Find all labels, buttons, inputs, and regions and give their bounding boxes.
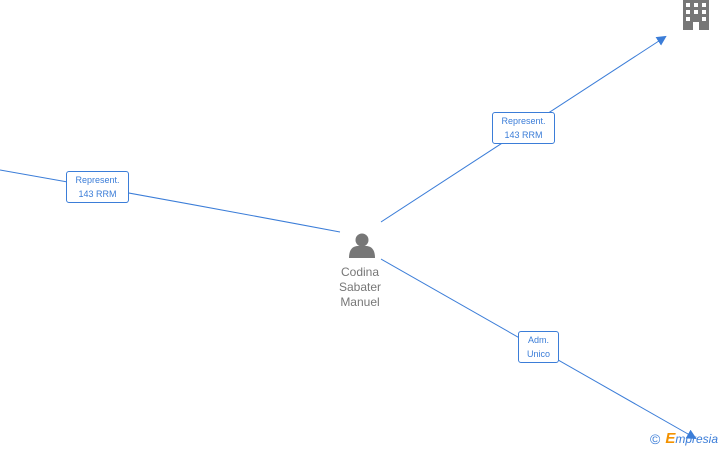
empresia-watermark: © E mpresia [650, 430, 718, 447]
edge-label-line: Represent. [75, 175, 120, 185]
edge-label-line: Represent. [501, 116, 546, 126]
person-name-line: Sabater [338, 280, 382, 294]
person-name[interactable]: Codina Sabater Manuel [320, 265, 400, 310]
brand-initial: E [665, 430, 676, 447]
edge-label-line: Unico [526, 349, 550, 359]
person-icon[interactable] [349, 233, 375, 259]
copyright-icon: © [650, 430, 661, 447]
person-name-line: Manuel [340, 295, 380, 309]
building-icon[interactable] [683, 0, 709, 30]
edge-label-line: 143 RRM [504, 130, 543, 140]
brand-name: mpresia [675, 431, 719, 446]
edge-label-left[interactable]: Represent. 143 RRM [66, 171, 129, 203]
edge-label-bottom-right[interactable]: Adm. Unico [518, 331, 559, 363]
edge-label-top-right[interactable]: Represent. 143 RRM [492, 112, 555, 144]
edge-line-left [0, 169, 341, 233]
person-name-line: Codina [340, 265, 380, 279]
edge-label-line: Adm. [527, 335, 549, 345]
edge-label-line: 143 RRM [78, 189, 117, 199]
